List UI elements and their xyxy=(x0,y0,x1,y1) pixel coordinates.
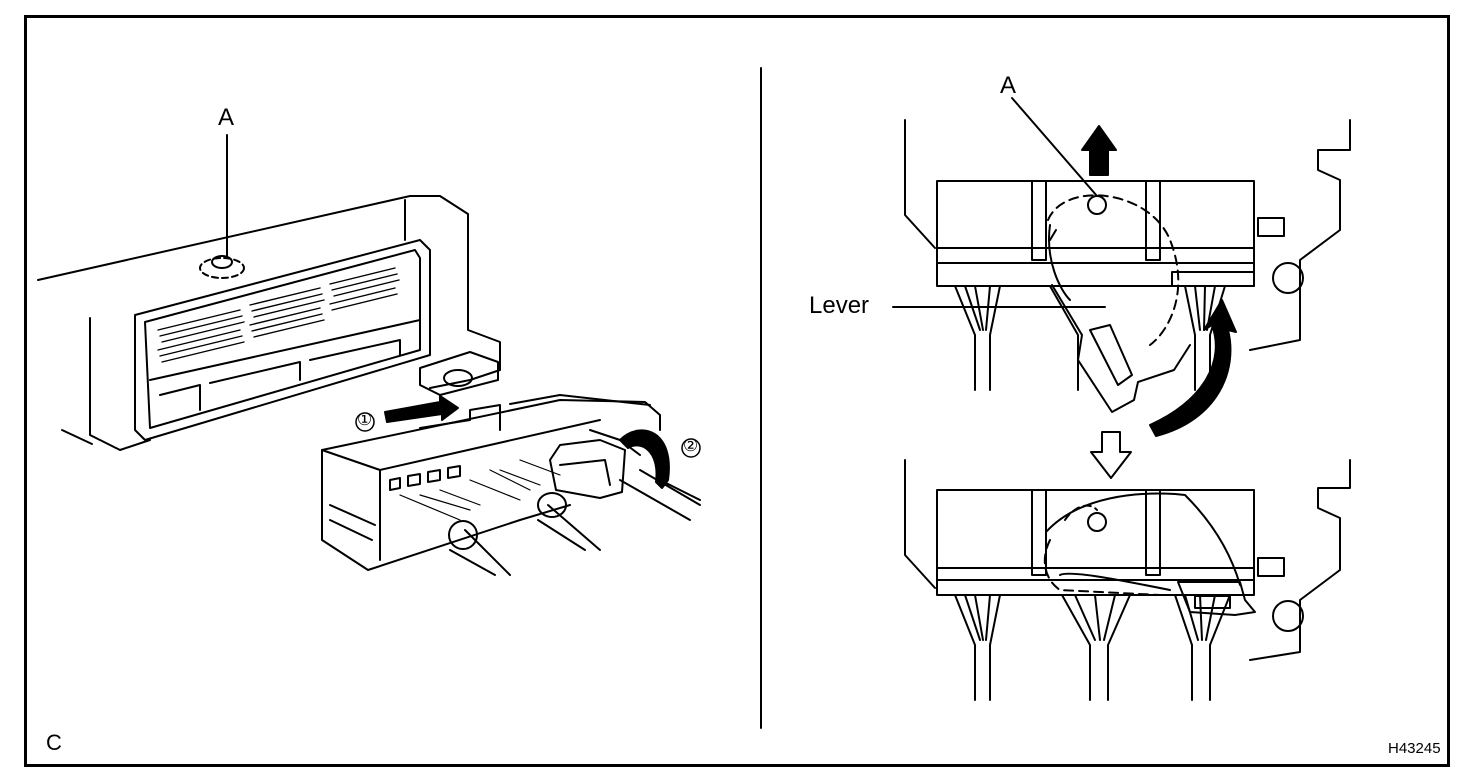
upper-connector-view xyxy=(904,119,1351,413)
step2-circle xyxy=(681,438,701,458)
rotate-lever-arrow-icon xyxy=(1149,299,1237,437)
lever-label: Lever xyxy=(809,292,870,319)
rotate-arrow-icon xyxy=(619,429,670,489)
figure-id: H43245 xyxy=(1388,740,1441,757)
lower-connector-view xyxy=(904,459,1351,701)
pull-up-arrow-icon xyxy=(1081,125,1117,176)
pin-grid-hatching xyxy=(157,267,400,363)
down-arrow-icon xyxy=(1090,431,1132,479)
step1-label: ① xyxy=(357,410,373,429)
pointer-line-a xyxy=(1011,97,1098,197)
corner-code: C xyxy=(46,730,62,755)
wire-harness-connector xyxy=(321,394,701,576)
step2-label: ② xyxy=(683,436,699,455)
stud-a xyxy=(199,134,245,279)
label-a-right: A xyxy=(1000,72,1017,99)
step1-circle xyxy=(355,412,375,432)
label-a-left: A xyxy=(218,104,235,131)
figure-frame xyxy=(24,15,1450,767)
ecu-housing xyxy=(37,195,501,451)
push-arrow-icon xyxy=(384,395,459,423)
